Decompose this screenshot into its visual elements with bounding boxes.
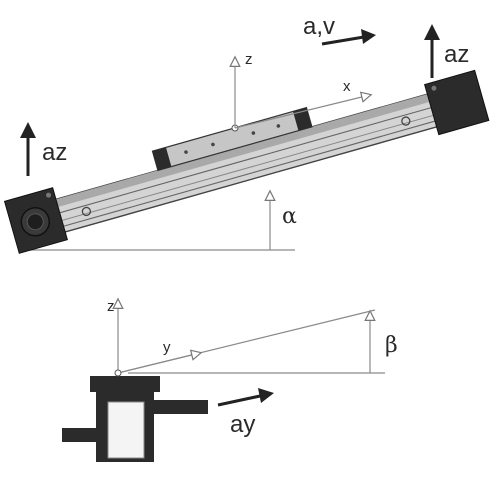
az-left-label: az: [42, 139, 67, 166]
end-cap-bolt: [46, 192, 52, 198]
carriage-bolt: [211, 142, 215, 147]
az-right-arrowhead: [424, 24, 440, 40]
rail-groove-3: [61, 120, 438, 228]
mounting-flange-left: [62, 428, 98, 442]
y-axis-arrow: [117, 353, 200, 374]
motion-label: a,v: [303, 13, 335, 40]
rail-screw-left: [81, 206, 92, 217]
carriage-end-right: [292, 107, 312, 131]
rail-top-band: [54, 93, 432, 208]
right-end-cap: [424, 69, 490, 136]
ay-label: ay: [230, 411, 255, 438]
ay-arrowhead: [258, 388, 274, 403]
carriage-bolt: [276, 124, 281, 128]
profile-cavity: [107, 401, 145, 459]
carriage-bolt: [251, 131, 256, 135]
z-axis-label-bottom: z: [107, 298, 115, 315]
section-origin: [114, 369, 122, 377]
ay-arrow-shaft: [217, 394, 261, 407]
motor-shaft: [26, 213, 44, 231]
y-axis-label: y: [163, 339, 171, 356]
rail-screw-right: [401, 116, 411, 126]
alpha-label: α: [282, 204, 297, 229]
motion-arrowhead: [361, 29, 376, 44]
mounting-flange-right: [152, 400, 208, 414]
rail-groove-1: [57, 106, 434, 214]
beta-label: β: [385, 333, 398, 358]
profile-cross-section: [62, 369, 208, 462]
carriage-bolt: [184, 150, 188, 154]
top-figure: α z x a,v az az: [3, 13, 490, 254]
carriage-section: [90, 376, 160, 392]
end-cap-bolt: [431, 85, 437, 91]
linear-axis-rail: [3, 69, 490, 254]
az-left-arrowhead: [20, 122, 36, 138]
bottom-figure: β y z ay: [62, 298, 398, 462]
az-right-label: az: [444, 41, 469, 68]
x-axis-label: x: [343, 78, 351, 95]
z-axis-label: z: [245, 51, 253, 68]
x-axis-arrow: [234, 95, 370, 129]
rail-groove-2: [59, 114, 436, 222]
carriage-end-left: [152, 147, 172, 171]
motion-arrow-shaft: [321, 35, 365, 46]
